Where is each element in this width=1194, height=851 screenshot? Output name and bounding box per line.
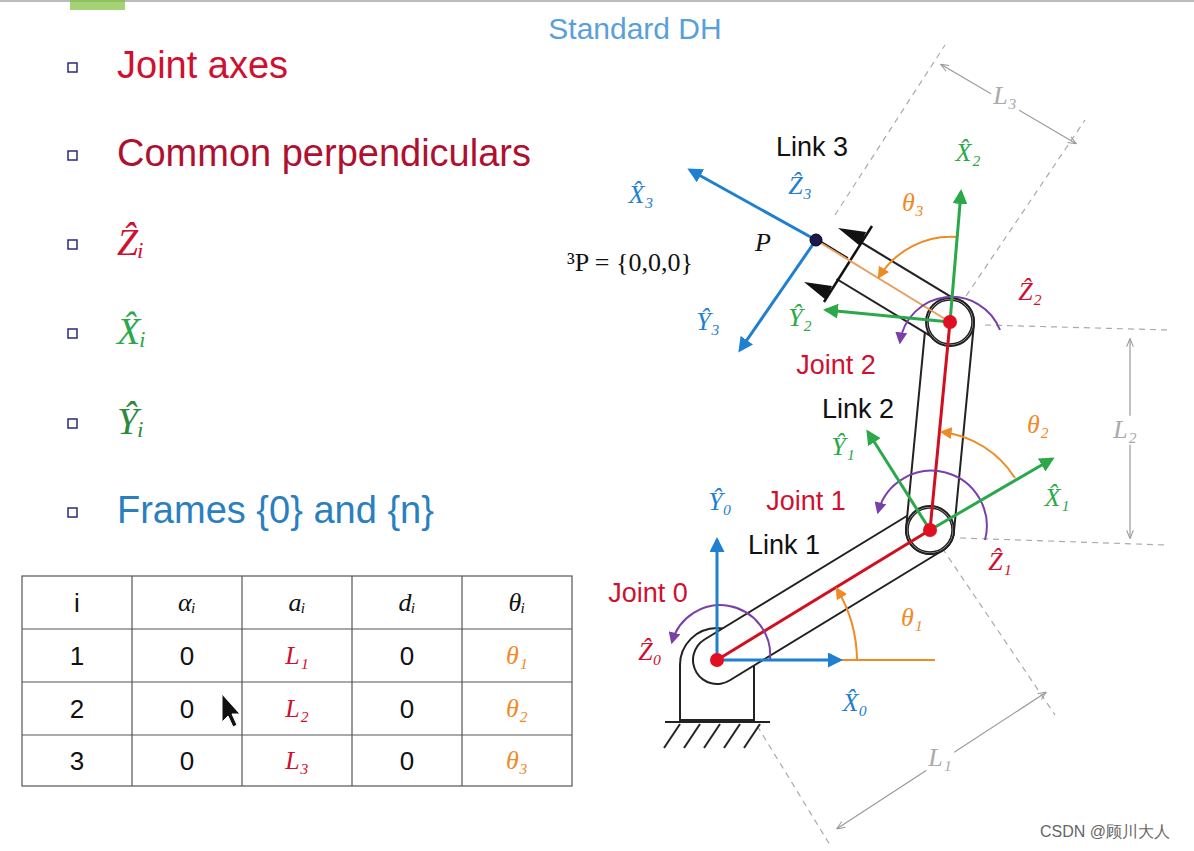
point-label: P: [753, 229, 773, 258]
table-cell: 0: [178, 695, 196, 724]
axis-label: X̂₁: [1043, 484, 1072, 513]
bullet-text: X̂ᵢ: [115, 311, 148, 353]
table-cell: dᵢ: [396, 589, 417, 618]
mouse-cursor: [222, 694, 240, 727]
axis-label: Ẑ₂: [1016, 278, 1044, 307]
bullet-text: Ŷᵢ: [115, 401, 146, 443]
top-rule: [0, 0, 1194, 2]
table-cell: L₃: [283, 747, 311, 776]
angle-label: θ₁: [899, 604, 925, 633]
dh-table-grid: [22, 576, 572, 786]
link-label: Link 2: [820, 395, 896, 425]
table-cell: 0: [398, 642, 416, 671]
table-cell: 0: [398, 747, 416, 776]
joint-label: Joint 1: [764, 487, 848, 517]
top-tab: [70, 0, 125, 10]
table-cell: aᵢ: [286, 589, 307, 618]
kinematic-lines: [717, 240, 950, 660]
table-cell: 1: [68, 642, 86, 671]
table-cell: θ₁: [504, 642, 530, 671]
table-cell: θᵢ: [507, 589, 528, 618]
table-cell: 0: [178, 642, 196, 671]
link-label: Link 1: [746, 531, 822, 561]
joint-angle-arcs: [837, 237, 1015, 660]
axis-label: Ŷ₃: [694, 308, 722, 337]
axis-label: Ẑ₃: [786, 172, 814, 201]
joint-label: Joint 2: [794, 351, 878, 381]
gripper: [804, 226, 872, 302]
table-cell: 2: [68, 695, 86, 724]
joint-dots: [710, 234, 957, 667]
bullet-squares: [68, 63, 77, 517]
bullet-text: Frames {0} and {n}: [115, 490, 436, 532]
bullet-text: Joint axes: [115, 45, 290, 87]
table-cell: L₁: [283, 642, 311, 671]
table-cell: 0: [398, 695, 416, 724]
axis-label: Ẑ₀: [636, 638, 664, 667]
axis-label: X̂₂: [954, 139, 983, 168]
slide-title: Standard DH: [546, 12, 723, 45]
axis-label: Ŷ₂: [786, 304, 814, 333]
table-cell: 0: [178, 747, 196, 776]
dimension-lines: [717, 45, 1168, 845]
watermark: CSDN @顾川大人: [1038, 823, 1172, 841]
joint-label: Joint 0: [606, 579, 690, 609]
table-cell: 3: [68, 747, 86, 776]
dimension-label: L₂: [1111, 416, 1139, 445]
axis-label: X̂₀: [841, 689, 870, 718]
table-cell: θ₂: [504, 695, 530, 724]
frame-axes: [690, 170, 1052, 660]
axis-label: X̂₃: [627, 181, 656, 210]
table-cell: αᵢ: [176, 589, 198, 618]
joint-rotation-arcs: [672, 297, 1000, 660]
arm-links: [717, 259, 974, 660]
dimension-label: L₃: [991, 82, 1019, 111]
axis-label: Ŷ₁: [829, 433, 857, 462]
dimension-label: L₁: [926, 744, 954, 773]
ground-hatch: [664, 722, 770, 748]
table-cell: L₂: [283, 695, 311, 724]
dimension-arrows: [838, 65, 1130, 828]
link-label: Link 3: [774, 133, 850, 163]
bullet-text: Common perpendiculars: [115, 133, 533, 175]
table-cell: i: [72, 589, 82, 618]
angle-label: θ₃: [900, 189, 926, 218]
point-coordinates: ³P = {0,0,0}: [565, 249, 695, 278]
table-cell: θ₃: [504, 747, 530, 776]
bullet-text: Ẑᵢ: [115, 222, 146, 264]
axis-label: Ŷ₀: [706, 488, 734, 517]
axis-label: Ẑ₁: [986, 548, 1014, 577]
angle-label: θ₂: [1025, 411, 1051, 440]
